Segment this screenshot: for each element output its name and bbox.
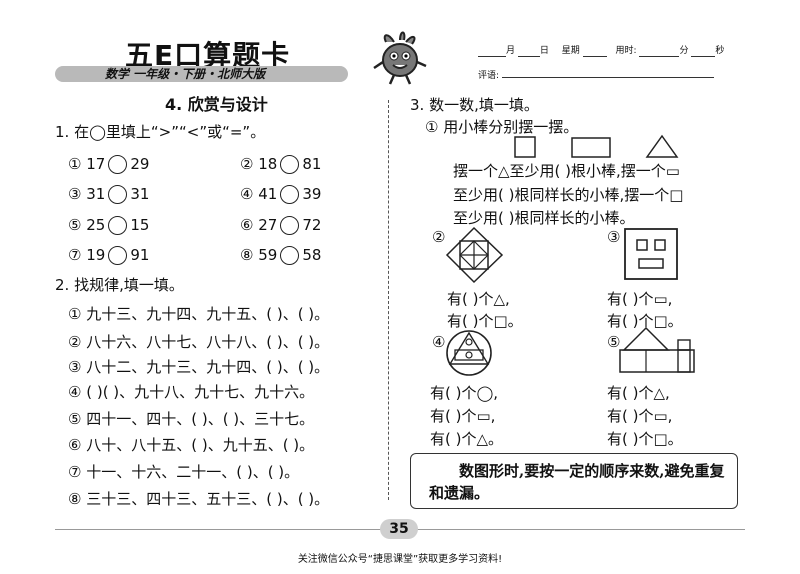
q3-sub3-index: ③	[607, 228, 621, 246]
q3-sub5-answer[interactable]: 有( )个□。	[607, 430, 683, 448]
house-figure	[619, 326, 695, 373]
subtitle: 数学 一年级・下册・北师大版	[105, 67, 266, 81]
q2-item[interactable]: ⑧ 三十三、四十三、五十三、( )、( )。	[68, 490, 330, 508]
compare-circle[interactable]	[280, 246, 300, 265]
compare-circle[interactable]	[108, 216, 128, 235]
compare-circle[interactable]	[108, 155, 128, 174]
q3-title: 3. 数一数,填一填。	[410, 96, 539, 114]
q2-item[interactable]: ③ 八十二、九十三、九十四、( )、( )。	[68, 358, 330, 376]
q3-sub1-line[interactable]: 至少用( )根同样长的小棒,摆一个□	[453, 186, 684, 204]
robot-face-figure	[624, 228, 678, 280]
footer-note: 关注微信公众号“捷思课堂”获取更多学习资料!	[297, 554, 503, 565]
q2-item[interactable]: ⑤ 四十一、四十、( )、( )、三十七。	[68, 410, 315, 428]
compare-circle[interactable]	[108, 185, 128, 204]
radish-mascot-icon	[373, 31, 427, 85]
q3-sub3-answer[interactable]: 有( )个□。	[607, 312, 683, 330]
q2-title: 2. 找规律,填一填。	[55, 276, 184, 294]
q3-sub4-index: ④	[432, 333, 446, 351]
circle-triangle-figure	[446, 330, 492, 376]
compare-circle[interactable]	[280, 185, 300, 204]
shapes-square-rect-triangle	[514, 134, 679, 158]
q3-sub1-line[interactable]: 至少用( )根同样长的小棒。	[453, 209, 635, 227]
q1-title: 1. 在◯里填上“>”“<”或“=”。	[55, 123, 266, 141]
q3-sub5-answer[interactable]: 有( )个▭,	[607, 407, 673, 425]
q3-sub2-answer[interactable]: 有( )个△,	[447, 290, 510, 308]
q3-sub2-index: ②	[432, 228, 446, 246]
q3-sub1-line[interactable]: 摆一个△至少用( )根小棒,摆一个▭	[453, 162, 680, 180]
q3-sub2-answer[interactable]: 有( )个□。	[447, 312, 523, 330]
column-divider	[388, 100, 389, 500]
page-number-badge: 35	[380, 519, 418, 539]
q2-item[interactable]: ⑦ 十一、十六、二十一、( )、( )。	[68, 463, 300, 481]
q3-sub1-title: ① 用小棒分别摆一摆。	[425, 118, 579, 136]
date-line: 月 日 星期 用时: 分 秒	[478, 44, 724, 57]
q3-sub4-answer[interactable]: 有( )个△。	[430, 430, 504, 448]
q3-sub5-answer[interactable]: 有( )个△,	[607, 384, 670, 402]
section-title: 4. 欣赏与设计	[165, 95, 268, 114]
comment-label: 评语:	[478, 71, 500, 81]
tip-box: 数图形时,要按一定的顺序来数,避免重复和遗漏。	[410, 453, 738, 509]
compare-circle[interactable]	[280, 216, 300, 235]
q3-sub5-index: ⑤	[607, 333, 621, 351]
compare-circle[interactable]	[108, 246, 128, 265]
comment-line[interactable]	[502, 77, 714, 78]
compare-circle[interactable]	[280, 155, 300, 174]
q2-item[interactable]: ② 八十六、八十七、八十八、( )、( )。	[68, 333, 330, 351]
q3-sub4-answer[interactable]: 有( )个◯,	[430, 384, 499, 402]
q2-item[interactable]: ① 九十三、九十四、九十五、( )、( )。	[68, 305, 330, 323]
q3-sub3-answer[interactable]: 有( )个▭,	[607, 290, 673, 308]
diamond-square-figure	[445, 226, 504, 284]
tip-text: 数图形时,要按一定的顺序来数,避免重复和遗漏。	[429, 462, 725, 502]
q2-item[interactable]: ④ ( )( )、九十八、九十七、九十六。	[68, 383, 315, 401]
q2-item[interactable]: ⑥ 八十、八十五、( )、九十五、( )。	[68, 436, 315, 454]
q3-sub4-answer[interactable]: 有( )个▭,	[430, 407, 496, 425]
subtitle-bar	[55, 66, 348, 82]
